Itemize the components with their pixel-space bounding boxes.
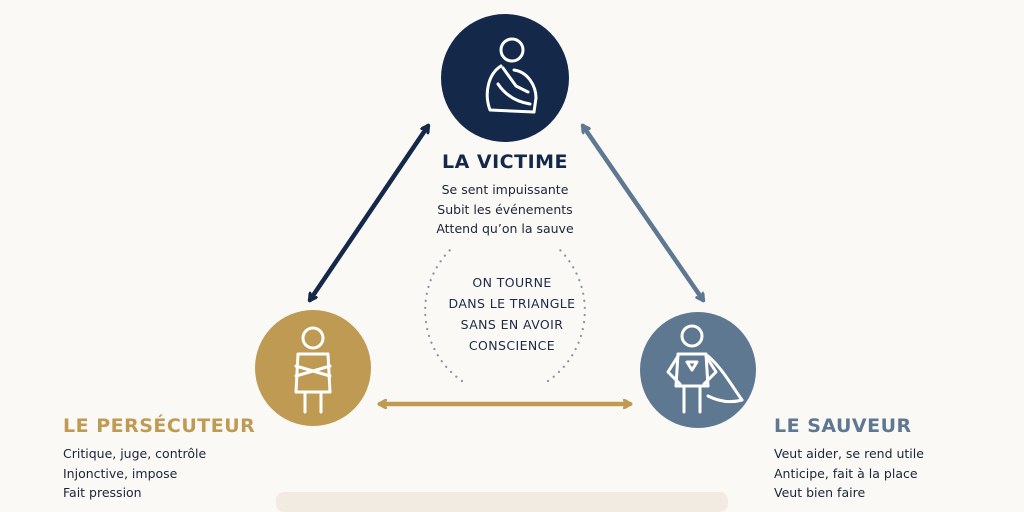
arrow-victime-sauveur [580, 126, 706, 300]
persecuteur-node [255, 310, 371, 426]
sauveur-node [640, 312, 756, 428]
persecuteur-trait: Injonctive, impose [63, 465, 178, 481]
victime-trait: Subit les événements [437, 201, 573, 217]
victime-traits: Se sent impuissante Subit les événements… [0, 180, 1010, 239]
cycle-caption-line: CONSCIENCE [468, 338, 556, 353]
person-arms-crossed-icon [294, 326, 332, 414]
cycle-caption-line: ON TOURNE [472, 275, 552, 290]
sauveur-trait: Veut aider, se rend utile [774, 446, 924, 461]
persecuteur-trait: Critique, juge, contrôle [63, 446, 207, 461]
persecuteur-trait: Fait pression [63, 485, 142, 500]
cycle-caption-line: SANS EN AVOIR [460, 317, 564, 332]
victime-trait: Attend qu’on la sauve [436, 221, 574, 236]
sauveur-trait: Anticipe, fait à la place [774, 465, 918, 481]
cycle-caption: ON TOURNE DANS LE TRIANGLE SANS EN AVOIR… [424, 272, 600, 356]
persecuteur-title: LE PERSÉCUTEUR [63, 415, 256, 437]
sauveur-title: LE SAUVEUR [774, 415, 912, 437]
superhero-cape-icon [666, 324, 744, 414]
person-hugging-knees-icon [485, 37, 538, 114]
drama-triangle-diagram [255, 14, 756, 428]
sauveur-traits: Veut aider, se rend utile Anticipe, fait… [774, 444, 924, 503]
bottom-panel [276, 492, 728, 512]
arrow-victime-persecuteur [307, 126, 431, 300]
persecuteur-traits: Critique, juge, contrôle Injonctive, imp… [63, 444, 206, 503]
victime-trait: Se sent impuissante [441, 182, 569, 197]
victime-title: LA VICTIME [441, 151, 569, 173]
cycle-caption-line: DANS LE TRIANGLE [448, 296, 576, 311]
sauveur-trait: Veut bien faire [774, 485, 866, 500]
victime-node [441, 14, 569, 142]
